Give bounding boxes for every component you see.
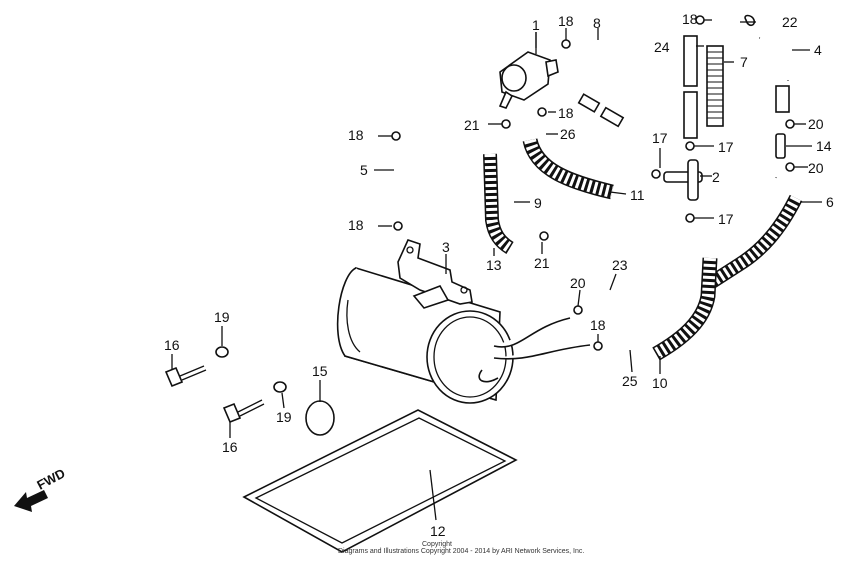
clip-18 (393, 221, 403, 231)
clip-18 (561, 39, 571, 49)
clip-18 (391, 131, 401, 141)
callout-2: 2 (712, 169, 720, 185)
callout-1: 1 (532, 17, 540, 33)
callout-24: 24 (654, 39, 670, 55)
fwd-label: FWD (34, 466, 67, 493)
callout-16: 16 (164, 337, 180, 353)
clip-20 (785, 119, 795, 129)
clip-21 (501, 119, 511, 129)
callout-4: 4 (814, 42, 822, 58)
hose-segment (599, 106, 625, 128)
canister-part (336, 239, 591, 404)
joint-14 (775, 133, 786, 159)
clip-17 (685, 213, 695, 223)
callout-23: 23 (612, 257, 628, 273)
callout-labels: 1 18 8 18 22 24 7 4 18 21 26 20 18 17 17… (164, 11, 834, 539)
callout-11: 11 (630, 187, 645, 203)
washer-19-lower (273, 381, 287, 393)
callout-10: 10 (652, 375, 668, 391)
callout-16: 16 (222, 439, 238, 455)
callout-20: 20 (570, 275, 586, 291)
fwd-arrow: FWD (14, 466, 68, 512)
copyright-line-1: Copyright (422, 541, 452, 548)
protector-10 (652, 257, 718, 361)
callout-7: 7 (740, 54, 748, 70)
callout-20: 20 (808, 160, 824, 176)
callout-18: 18 (348, 127, 364, 143)
callout-26: 26 (560, 126, 576, 142)
callout-21: 21 (534, 255, 550, 271)
pad-15 (305, 400, 335, 436)
hose-6 (689, 177, 803, 288)
t-joint-2 (663, 159, 703, 201)
callout-6: 6 (826, 194, 834, 210)
callout-18: 18 (348, 217, 364, 233)
clip-20 (785, 162, 795, 172)
callout-12: 12 (430, 523, 446, 539)
clip-20 (573, 305, 583, 315)
callout-20: 20 (808, 116, 824, 132)
hose-24 (683, 35, 698, 139)
clip-22 (744, 14, 756, 27)
callout-5: 5 (360, 162, 368, 178)
protector-11 (522, 137, 614, 200)
callout-18: 18 (558, 13, 574, 29)
copyright-line-2: Diagrams and Illustrations Copyright 200… (338, 548, 584, 555)
callout-22: 22 (782, 14, 798, 30)
callout-8: 8 (593, 15, 601, 31)
clip-18 (537, 107, 547, 117)
clip-21 (539, 231, 549, 241)
clip-17 (651, 169, 661, 179)
protector-7 (706, 45, 724, 127)
protector-13 (483, 153, 514, 255)
clip-18 (593, 341, 603, 351)
callout-19: 19 (214, 309, 230, 325)
bolt-16-upper (164, 365, 207, 388)
bolt-16-lower (222, 399, 265, 424)
callout-17: 17 (718, 211, 734, 227)
leader-lines (171, 19, 822, 521)
clip-17 (685, 141, 695, 151)
callout-17: 17 (718, 139, 734, 155)
callout-14: 14 (816, 138, 832, 154)
callout-15: 15 (312, 363, 328, 379)
hose-4 (758, 34, 792, 113)
callout-9: 9 (534, 195, 542, 211)
callout-13: 13 (486, 257, 502, 273)
callout-18: 18 (682, 11, 698, 27)
washer-19-upper (215, 346, 229, 358)
hose-segment (577, 93, 601, 113)
callout-21: 21 (464, 117, 480, 133)
tray-part (242, 409, 518, 553)
fuel-pump-part (498, 32, 559, 109)
callout-3: 3 (442, 239, 450, 255)
callout-17: 17 (652, 130, 668, 146)
callout-19: 19 (276, 409, 292, 425)
callout-25: 25 (622, 373, 638, 389)
callout-18: 18 (558, 105, 574, 121)
callout-18: 18 (590, 317, 606, 333)
